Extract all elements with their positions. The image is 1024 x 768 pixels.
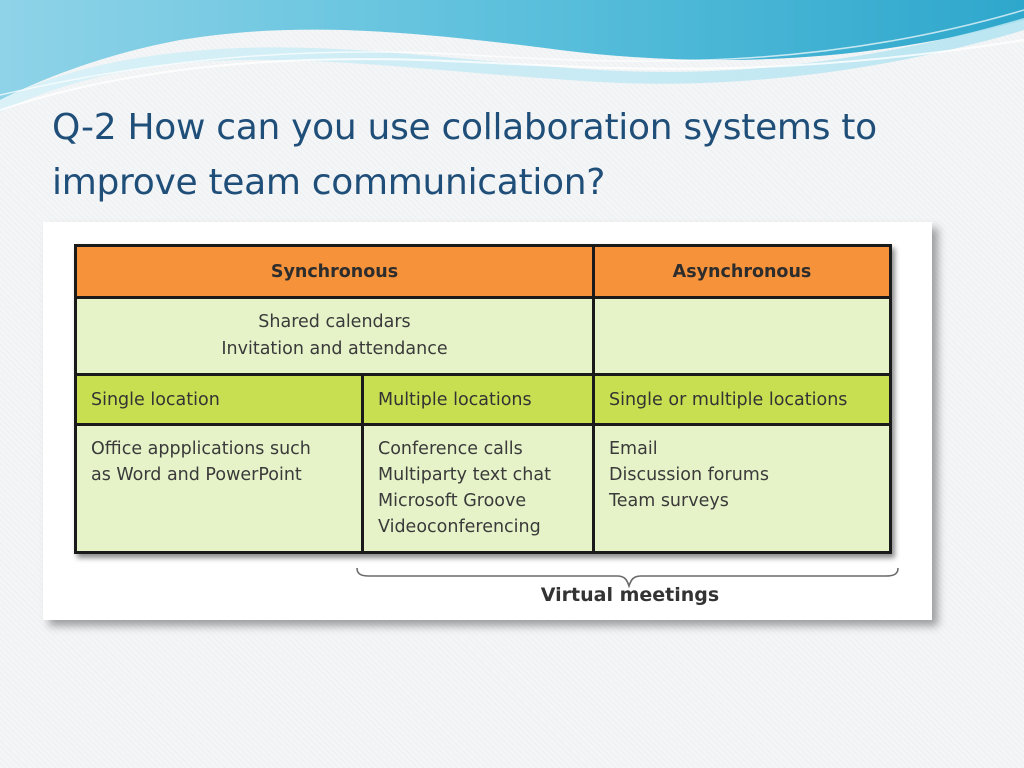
- subheader-multiple-locations-label: Multiple locations: [378, 389, 532, 410]
- grid-line: [77, 296, 889, 299]
- list-item: Email: [609, 439, 658, 459]
- collaboration-table: Synchronous Asynchronous Shared calendar…: [74, 244, 892, 554]
- shared-calendars-cell: Shared calendars Invitation and attendan…: [77, 299, 592, 373]
- async-items: Email Discussion forums Team surveys: [595, 426, 889, 551]
- shared-calendars-line-1: Shared calendars: [258, 312, 411, 332]
- subheader-single-location-label: Single location: [91, 389, 220, 410]
- list-item: Multiparty text chat: [378, 465, 551, 485]
- virtual-meetings-caption: Virtual meetings: [540, 584, 720, 606]
- header-asynchronous: Asynchronous: [595, 247, 889, 296]
- list-item: Discussion forums: [609, 465, 769, 485]
- list-item: Microsoft Groove: [378, 491, 527, 511]
- slide-title: Q-2 How can you use collaboration system…: [52, 100, 952, 210]
- header-synchronous-label: Synchronous: [270, 261, 399, 282]
- subheader-multiple-locations: Multiple locations: [364, 376, 592, 423]
- single-location-items: Office appplications such as Word and Po…: [77, 426, 361, 551]
- subheader-single-or-multiple: Single or multiple locations: [595, 376, 889, 423]
- grid-line: [77, 373, 889, 376]
- grid-line: [77, 423, 889, 426]
- subheader-single-or-multiple-label: Single or multiple locations: [609, 389, 848, 410]
- list-item: Team surveys: [609, 491, 729, 511]
- list-item: Videoconferencing: [378, 517, 541, 537]
- multiple-locations-items: Conference calls Multiparty text chat Mi…: [364, 426, 592, 551]
- list-item: as Word and PowerPoint: [91, 465, 302, 485]
- grid-line: [592, 247, 595, 551]
- slide-title-line-2: improve team communication?: [52, 162, 606, 203]
- shared-calendars-line-2: Invitation and attendance: [221, 339, 448, 359]
- list-item: Office appplications such: [91, 439, 311, 459]
- empty-async-cell: [595, 299, 889, 373]
- header-asynchronous-label: Asynchronous: [672, 261, 812, 282]
- slide-title-line-1: Q-2 How can you use collaboration system…: [52, 107, 877, 148]
- subheader-single-location: Single location: [77, 376, 361, 423]
- header-synchronous: Synchronous: [77, 247, 592, 296]
- list-item: Conference calls: [378, 439, 523, 459]
- decorative-wave-header: [0, 0, 1024, 112]
- grid-line: [361, 373, 364, 551]
- virtual-meetings-brace: [356, 567, 899, 588]
